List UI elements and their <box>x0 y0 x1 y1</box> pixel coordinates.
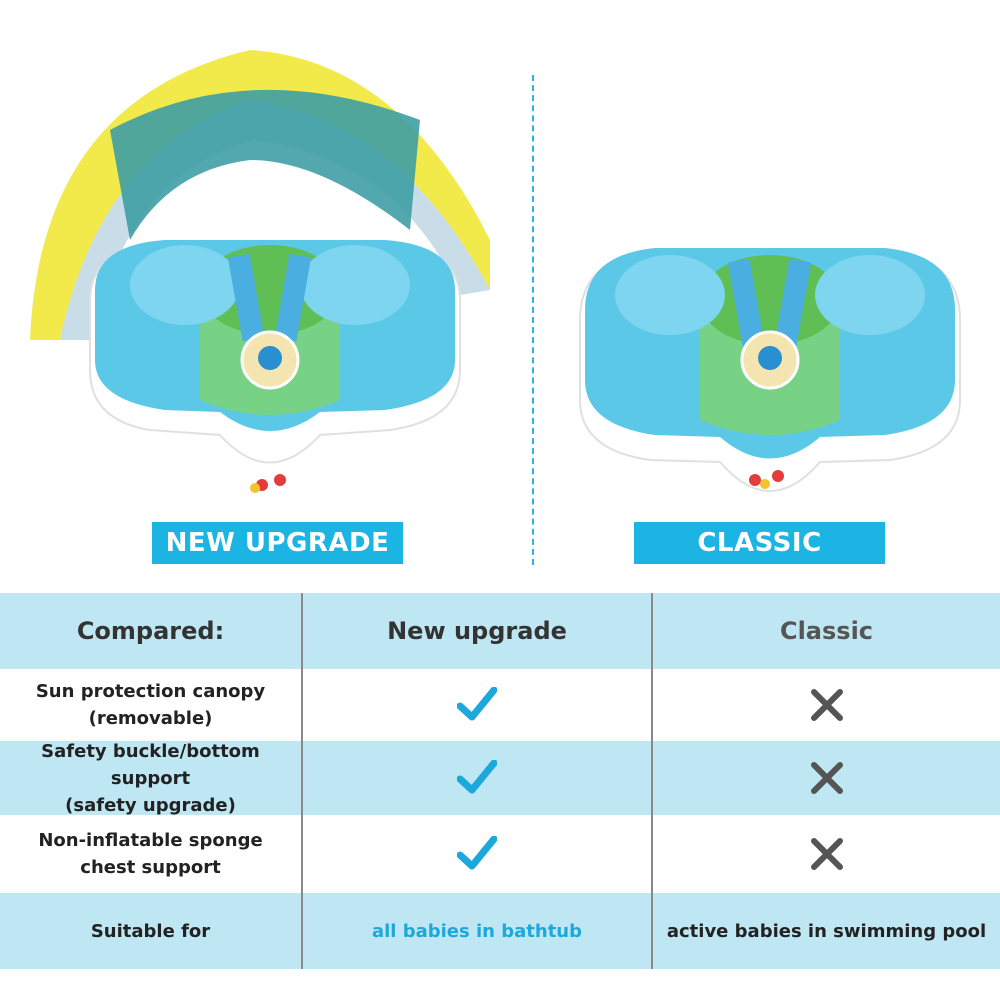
comparison-table: Compared: New upgrade Classic Sun protec… <box>0 593 1000 969</box>
cross-icon <box>810 838 843 870</box>
suitable-classic: active babies in swimming pool <box>651 893 1000 969</box>
header-classic: Classic <box>651 593 1000 669</box>
suitable-new: all babies in bathtub <box>301 893 651 969</box>
new-upgrade-float-image <box>30 50 490 493</box>
feature-label: Safety buckle/bottom support (safety upg… <box>41 740 260 816</box>
check-icon <box>457 836 497 870</box>
cross-icon <box>810 762 843 794</box>
suitable-label: Suitable for <box>90 920 211 942</box>
table-row-suitable: Suitable for all babies in bathtub activ… <box>0 893 1000 969</box>
table-row: Non-inflatable sponge chest support <box>0 815 1000 893</box>
cross-icon <box>810 689 843 721</box>
classic-float-image <box>579 248 961 492</box>
check-icon <box>457 687 497 721</box>
check-icon <box>457 760 497 794</box>
classic-label: CLASSIC <box>634 522 885 564</box>
table-header-row: Compared: New upgrade Classic <box>0 593 1000 669</box>
header-new-upgrade: New upgrade <box>301 593 651 669</box>
header-compared: Compared: <box>76 617 225 645</box>
new-upgrade-label: NEW UPGRADE <box>152 522 403 564</box>
feature-label: Non-inflatable sponge chest support <box>38 830 263 878</box>
table-row: Sun protection canopy (removable) <box>0 669 1000 741</box>
dashed-divider <box>532 75 534 565</box>
table-row: Safety buckle/bottom support (safety upg… <box>0 741 1000 816</box>
feature-label: Sun protection canopy (removable) <box>35 681 266 729</box>
